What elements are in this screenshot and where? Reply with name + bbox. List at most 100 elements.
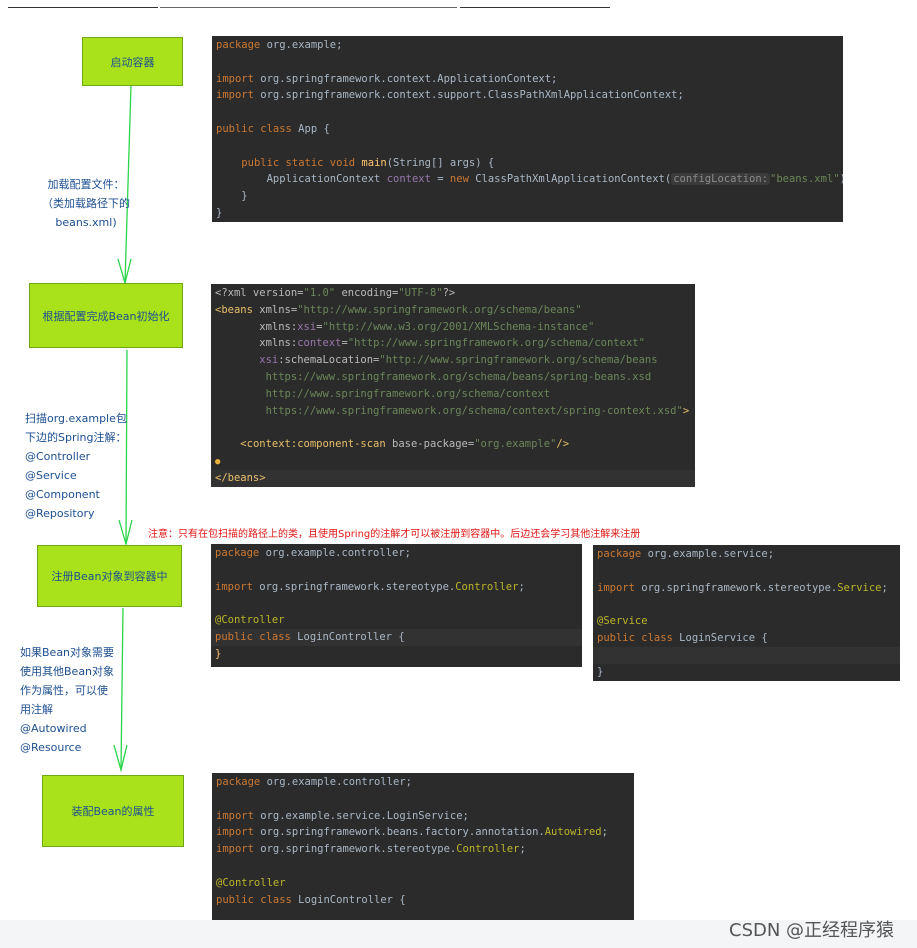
- code-block-assemble: package org.example.controller; import o…: [212, 773, 634, 920]
- code-token: Autowired: [544, 826, 602, 839]
- code-token: xsi: [259, 354, 279, 367]
- top-rule-2: [160, 7, 457, 8]
- code-token: );: [840, 173, 843, 185]
- code-line: http://www.springframework.org/schema/co…: [211, 386, 695, 403]
- code-token: public class: [216, 893, 292, 906]
- code-token: />: [556, 438, 570, 451]
- arrow-1: [124, 84, 132, 284]
- code-token: <beans: [215, 303, 253, 316]
- code-line: [593, 563, 900, 580]
- lightbulb-icon[interactable]: ●: [215, 456, 221, 467]
- code-token: import: [597, 581, 635, 594]
- code-token: package: [597, 548, 642, 560]
- code-token: org.springframework.stereotype.: [252, 580, 456, 593]
- code-token: :component-scan: [290, 438, 386, 451]
- code-token: }: [216, 206, 223, 219]
- side-note-line: 扫描org.example包: [25, 412, 127, 425]
- box-register-label: 注册Bean对象到容器中: [51, 570, 168, 583]
- code-line: [212, 791, 634, 808]
- code-token: ApplicationContext: [266, 173, 387, 186]
- box-start-container: 启动容器: [82, 37, 183, 86]
- code-token: xmlns:: [259, 320, 298, 333]
- code-token: "org.example": [474, 438, 557, 451]
- code-line: ApplicationContext context = new ClassPa…: [212, 171, 843, 188]
- code-token: =: [341, 337, 348, 350]
- code-token: >: [682, 404, 690, 417]
- code-token: @Service: [597, 615, 648, 628]
- code-line: package org.example.service;: [593, 546, 900, 563]
- code-token: context: [297, 337, 342, 350]
- code-line: xsi:schemaLocation="http://www.springfra…: [211, 352, 695, 369]
- code-line: import org.springframework.context.suppo…: [212, 87, 843, 104]
- code-line: package org.example.controller;: [212, 774, 634, 791]
- code-line: [212, 54, 843, 71]
- side-note-line: beans.xml): [55, 216, 117, 229]
- code-token: package: [216, 39, 261, 51]
- code-token: new: [449, 173, 469, 186]
- side-note-line: 使用其他Bean对象: [20, 665, 115, 678]
- arrow-3-head: [113, 744, 128, 773]
- box-assemble-label: 装配Bean的属性: [71, 805, 155, 818]
- code-token: }: [241, 190, 248, 203]
- code-token: main: [361, 156, 387, 169]
- code-line: [593, 646, 900, 664]
- code-line: }: [211, 646, 582, 663]
- code-token: https://www.springframework.org/schema/b…: [265, 370, 652, 383]
- box-assemble-beans: 装配Bean的属性: [42, 775, 184, 847]
- side-note-line: @Controller: [25, 450, 91, 463]
- code-line: @Controller: [211, 612, 582, 629]
- code-token: "beans.xml": [770, 173, 840, 186]
- side-note-inject: 如果Bean对象需要 使用其他Bean对象 作为属性，可以使 用注解 @Auto…: [20, 643, 114, 757]
- code-token: Controller: [455, 580, 519, 593]
- code-token: "http://www.springframework.org/schema/b…: [379, 354, 658, 367]
- code-token: org.example.controller;: [259, 547, 411, 559]
- code-token: ;: [518, 580, 525, 593]
- code-token: "http://www.springframework.org/schema/c…: [347, 337, 645, 350]
- side-note-line: 作为属性，可以使: [20, 684, 108, 697]
- code-token: org.springframework.beans.factory.annota…: [253, 826, 545, 839]
- code-token: "UTF-8": [398, 287, 443, 299]
- code-token: "1.0": [303, 287, 336, 299]
- code-line: public class LoginController {: [211, 628, 582, 646]
- code-token: org.example;: [260, 39, 343, 51]
- code-line: [593, 596, 900, 613]
- code-line: xmlns:context="http://www.springframewor…: [211, 335, 695, 352]
- code-token: LoginService {: [672, 631, 768, 644]
- code-line: import org.springframework.context.Appli…: [212, 71, 843, 88]
- code-token: base-package=: [385, 438, 475, 451]
- code-token: ;: [519, 843, 526, 856]
- code-line: import org.springframework.stereotype.Co…: [211, 579, 582, 596]
- code-token: import: [216, 72, 254, 85]
- code-token: package: [216, 776, 261, 788]
- box-init-beans: 根据配置完成Bean初始化: [29, 283, 183, 348]
- param-hint: configLocation:: [671, 173, 771, 186]
- code-line: import org.springframework.beans.factory…: [212, 824, 634, 841]
- code-line: @Controller: [212, 875, 634, 892]
- code-block-app: package org.example; import org.springfr…: [212, 36, 843, 222]
- side-note-scan: 扫描org.example包 下边的Spring注解： @Controller …: [25, 409, 127, 523]
- code-line: <context:component-scan base-package="or…: [211, 436, 695, 453]
- side-note-line: （类加载路径下的: [42, 197, 130, 210]
- code-token: ClassPathXmlApplicationContext(: [468, 173, 672, 186]
- code-token: ?>: [442, 287, 456, 299]
- code-line: public class App {: [212, 121, 843, 138]
- top-rule-3: [460, 7, 610, 8]
- code-token: import: [216, 809, 254, 822]
- side-note-line: 下边的Spring注解：: [25, 431, 127, 444]
- code-token: org.example.service;: [641, 548, 775, 560]
- arrow-2: [125, 349, 128, 545]
- code-token: xmlns=: [252, 303, 298, 316]
- code-token: App {: [291, 122, 330, 135]
- side-note-line: @Autowired: [20, 722, 87, 735]
- code-token: org.springframework.context.ApplicationC…: [253, 72, 558, 85]
- code-line: import org.springframework.stereotype.Co…: [212, 841, 634, 858]
- code-token: Controller: [456, 843, 520, 856]
- code-line: package org.example;: [212, 37, 843, 54]
- code-token: @Controller: [216, 876, 286, 889]
- code-token: import: [215, 580, 253, 593]
- code-token: http://www.springframework.org/schema/co…: [265, 387, 551, 400]
- code-line: package org.example.controller;: [211, 545, 582, 562]
- side-note-line: 加载配置文件：: [47, 178, 125, 191]
- side-note-line: @Service: [25, 469, 77, 482]
